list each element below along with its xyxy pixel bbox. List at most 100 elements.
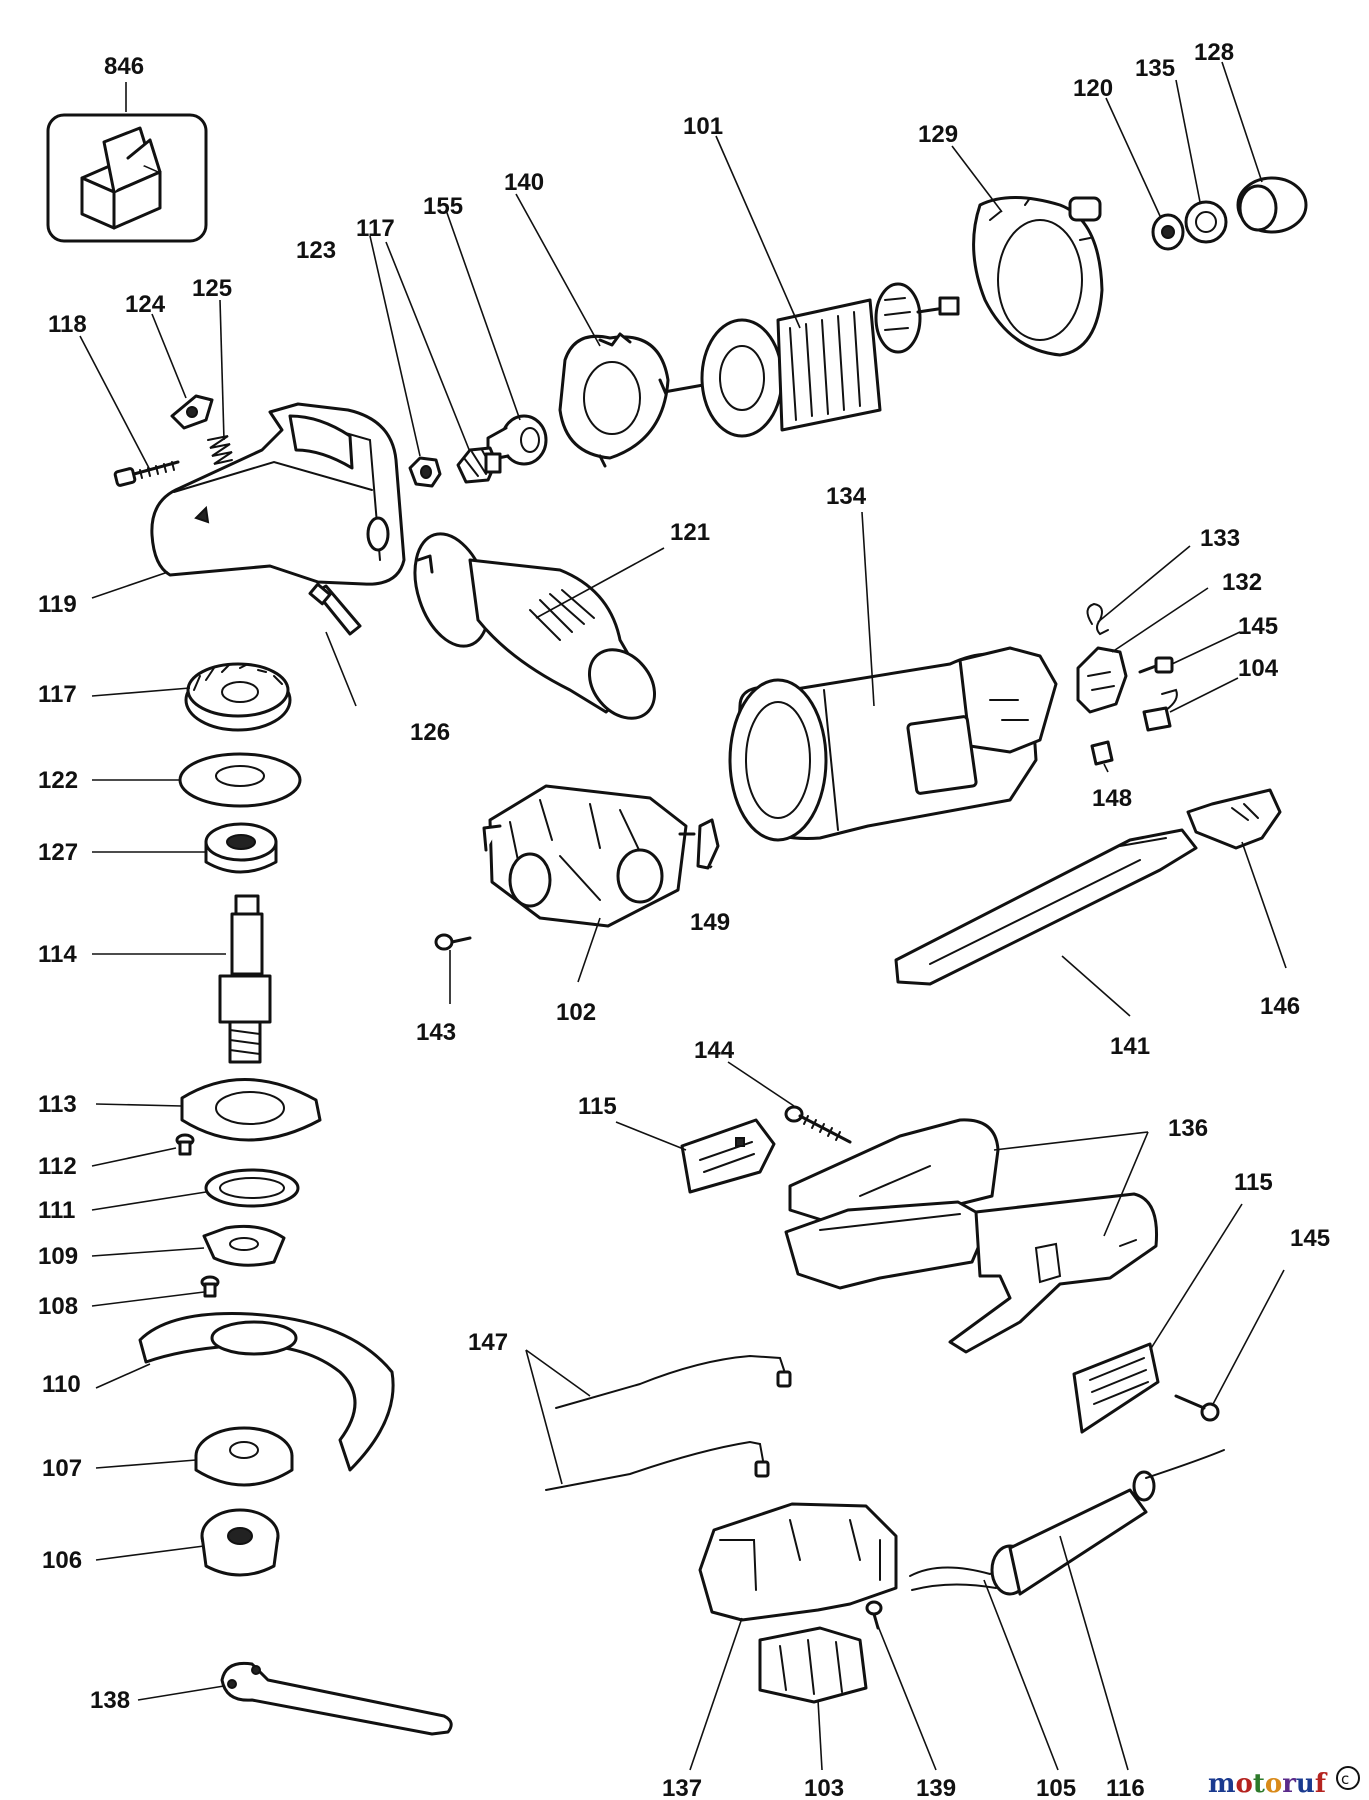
part-105-cable-drawing [909, 1566, 1011, 1591]
watermark-text: motoruf [1208, 1769, 1328, 1799]
part-149-clip-drawing [696, 818, 720, 870]
part-label: 140 [504, 169, 544, 196]
part-label: 103 [804, 1775, 844, 1800]
watermark-letter: m [1208, 1769, 1236, 1799]
part-label: 136 [1168, 1115, 1208, 1142]
part-135-bearing-drawing [1184, 200, 1228, 244]
part-115-cover-lower-drawing [1072, 1342, 1160, 1434]
part-label: 132 [1222, 569, 1262, 596]
part-110-guard-drawing [138, 1312, 395, 1472]
part-label: 145 [1290, 1225, 1330, 1252]
part-label: 111 [38, 1197, 75, 1224]
watermark-letter: o [1265, 1769, 1282, 1799]
part-label: 108 [38, 1293, 78, 1320]
part-label: 148 [1092, 785, 1132, 812]
part-label: 115 [1234, 1169, 1273, 1196]
leader-lines [79, 61, 1287, 1771]
part-label: 119 [38, 591, 77, 618]
part-103-block-drawing [758, 1626, 868, 1704]
part-label: 118 [48, 311, 87, 338]
part-148-cap-drawing [1090, 740, 1114, 766]
part-137-switch-drawing [698, 1502, 898, 1622]
part-107-flange-drawing [194, 1426, 294, 1487]
part-106-nut-drawing [200, 1508, 280, 1577]
part-102-stator-drawing [482, 784, 696, 928]
part-label: 127 [38, 839, 78, 866]
copyright-mark: c [1341, 1770, 1349, 1788]
watermark-letter: u [1296, 1769, 1315, 1799]
part-113-cover-drawing [180, 1078, 322, 1142]
watermark-letter: r [1282, 1769, 1296, 1799]
part-117-pinion-drawing [456, 446, 502, 484]
copyright-icon [1336, 1766, 1360, 1790]
part-label: 114 [38, 941, 77, 968]
part-129-housing-drawing [972, 196, 1104, 357]
part-label: 144 [694, 1037, 735, 1064]
watermark-letter: t [1253, 1769, 1265, 1799]
part-label: 101 [683, 113, 723, 140]
part-115-cover-upper-drawing [680, 1118, 776, 1194]
part-label: 138 [90, 1687, 130, 1714]
part-118-screw-drawing [113, 460, 180, 487]
part-label: 149 [690, 909, 730, 936]
part-label: 110 [42, 1371, 81, 1398]
part-116-cord-guard-drawing [990, 1449, 1225, 1596]
watermark-letter: f [1315, 1769, 1328, 1799]
part-label: 107 [42, 1455, 82, 1482]
part-104-brush-drawing [1142, 688, 1178, 732]
part-139-screw-drawing [865, 1600, 883, 1630]
part-145-screw-upper-drawing [1138, 656, 1174, 674]
part-label: 117 [356, 215, 395, 242]
part-101-armature-drawing [662, 282, 960, 438]
part-134-motor-housing-drawing [728, 646, 1058, 842]
part-label: 155 [423, 193, 463, 220]
part-126-pin-drawing [308, 582, 362, 636]
part-label: 120 [1073, 75, 1113, 102]
part-label: 139 [916, 1775, 956, 1800]
part-label: 125 [192, 275, 232, 302]
part-label: 112 [38, 1153, 77, 1180]
part-136-housing-halves-drawing [784, 1118, 1159, 1354]
part-140-baffle-drawing [558, 332, 670, 468]
part-128-ring-drawing [1236, 176, 1308, 234]
part-label: 116 [1106, 1775, 1145, 1800]
part-label: 124 [125, 291, 166, 318]
part-138-wrench-drawing [220, 1661, 453, 1736]
part-label: 129 [918, 121, 958, 148]
part-label: 106 [42, 1547, 82, 1574]
part-146-lever-drawing [1186, 788, 1282, 850]
part-number-labels: 846 128 135 120 101 129 155 140 123 117 … [38, 39, 1330, 1800]
part-label: 147 [468, 1329, 508, 1356]
part-label: 104 [1238, 655, 1279, 682]
part-120-washer-drawing [1151, 213, 1185, 251]
part-label: 113 [38, 1091, 77, 1118]
part-label: 141 [1110, 1033, 1150, 1060]
part-108-screw-drawing [200, 1275, 220, 1298]
part-label: 137 [662, 1775, 702, 1800]
part-112-screw-drawing [175, 1133, 195, 1156]
part-114-spindle-drawing [218, 894, 272, 1064]
part-label: 121 [670, 519, 710, 546]
part-label: 128 [1194, 39, 1234, 66]
part-117-bevel-gear-drawing [184, 662, 292, 732]
part-label: 115 [578, 1093, 617, 1120]
part-121-side-handle-drawing [413, 532, 657, 720]
part-label: 122 [38, 767, 78, 794]
part-147-wires-drawing [545, 1354, 792, 1491]
part-125-spring-drawing [207, 435, 233, 465]
part-label: 126 [410, 719, 450, 746]
part-846-box-drawing [46, 113, 208, 243]
part-label: 143 [416, 1019, 456, 1046]
part-label: 117 [38, 681, 77, 708]
part-label: 134 [826, 483, 867, 510]
part-109-clamp-plate-drawing [202, 1224, 286, 1267]
part-122-flange-drawing [178, 752, 302, 808]
part-119-gear-case-drawing [150, 402, 406, 586]
part-111-ring-drawing [204, 1168, 300, 1208]
part-label: 135 [1135, 55, 1175, 82]
part-132-brush-holder-drawing [1076, 646, 1128, 714]
part-133-spring-drawing [1086, 602, 1109, 636]
part-124-lock-button-drawing [170, 394, 214, 430]
part-label: 123 [296, 237, 336, 264]
